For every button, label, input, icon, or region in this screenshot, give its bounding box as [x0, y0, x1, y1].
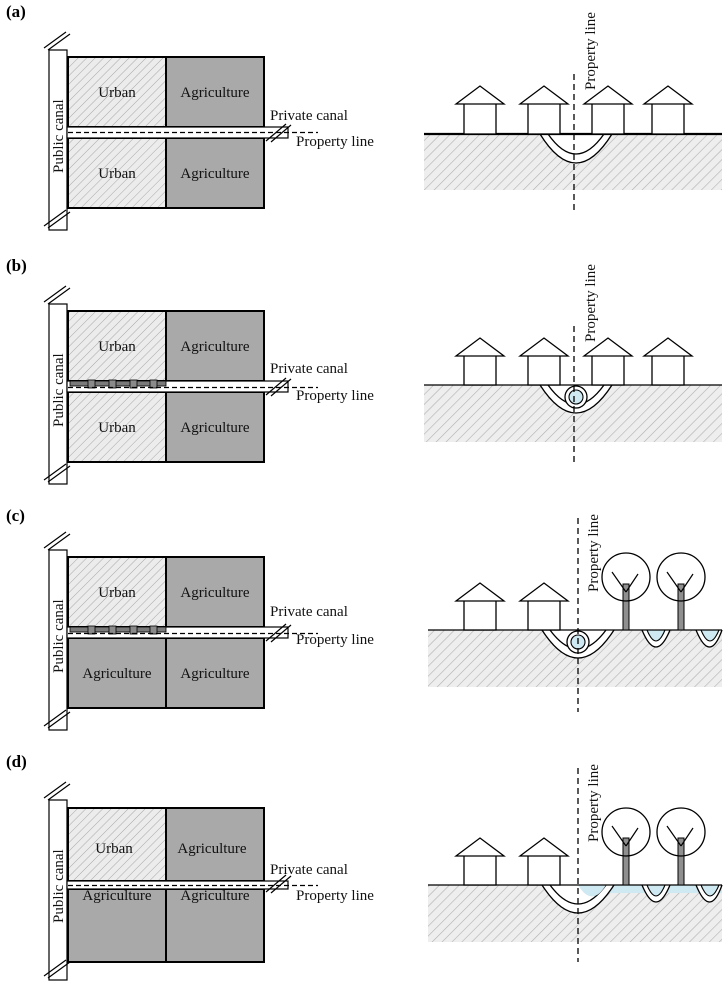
pipe-junction: [108, 625, 117, 635]
private-canal: Private canal Property line: [66, 108, 374, 150]
block-label: Urban: [98, 166, 136, 182]
pipe-junction: [129, 379, 138, 389]
panel-c-svg: (c) Public canal Urban Agriculture Agric…: [6, 506, 723, 731]
panel-letter: (b): [6, 256, 27, 275]
house-icon: [642, 85, 694, 135]
tree-icon: [656, 807, 706, 886]
house-icon: [518, 582, 570, 631]
cross-section: Property line: [428, 514, 723, 712]
block-label: Agriculture: [177, 841, 246, 857]
block-label: Urban: [98, 420, 136, 436]
plan-view: Urban Agriculture Agriculture Agricultur…: [67, 556, 265, 709]
pipe-junction: [87, 379, 96, 389]
buried-pipe: [69, 626, 167, 633]
house-icon: [518, 837, 570, 886]
panel-b-svg: (b) Public canal Urban Agriculture Urban…: [6, 256, 722, 485]
block-label: Agriculture: [180, 888, 249, 904]
agriculture-block: [165, 310, 265, 382]
property-line-label: Property line: [296, 388, 374, 404]
cross-section: Property line: [424, 264, 722, 466]
block-label: Urban: [98, 339, 136, 355]
pipe-junction: [108, 379, 117, 389]
agriculture-block: [165, 888, 265, 963]
block-label: Agriculture: [82, 666, 151, 682]
property-line-label: Property line: [296, 134, 374, 150]
cross-section: Property line: [424, 12, 722, 214]
public-canal: Public canal: [43, 531, 71, 731]
public-canal-label: Public canal: [51, 849, 67, 923]
panel-a-svg: (a) Public canal Urban Agriculture Urban…: [6, 2, 722, 231]
plan-view: Urban Agriculture Urban Agriculture: [67, 310, 265, 463]
agriculture-block: [165, 137, 265, 209]
house-icon: [582, 85, 634, 135]
pipe-junction: [149, 379, 158, 389]
private-canal-label: Private canal: [270, 108, 348, 124]
urban-block: [67, 556, 167, 628]
pipe-junction: [149, 625, 158, 635]
private-canal-label: Private canal: [270, 604, 348, 620]
plan-view: Urban Agriculture Agriculture Agricultur…: [67, 807, 265, 963]
panel-b: (b) Public canal Urban Agriculture Urban…: [0, 254, 728, 504]
pipe-junction: [129, 625, 138, 635]
block-label: Urban: [95, 841, 133, 857]
panel-letter: (a): [6, 2, 26, 21]
private-canal: Private canal Property line: [66, 361, 374, 404]
cross-section: Property line: [428, 764, 723, 962]
tree-icon: [601, 807, 651, 886]
block-label: Agriculture: [180, 420, 249, 436]
property-line-label: Property line: [296, 632, 374, 648]
buried-pipe: [69, 380, 167, 387]
block-label: Agriculture: [180, 85, 249, 101]
house-icon: [518, 85, 570, 135]
panel-d-svg: (d) Public canal Urban Agriculture Agric…: [6, 752, 723, 981]
block-label: Agriculture: [180, 166, 249, 182]
panel-a: (a) Public canal Urban Agriculture Urban…: [0, 0, 728, 250]
panel-letter: (d): [6, 752, 27, 771]
block-label: Agriculture: [180, 339, 249, 355]
urban-block: [67, 137, 167, 209]
house-icon: [642, 337, 694, 386]
agriculture-block: [165, 556, 265, 628]
tree-icon: [601, 552, 651, 631]
house-icon: [454, 837, 506, 886]
block-label: Agriculture: [82, 888, 151, 904]
house-icon: [518, 337, 570, 386]
property-line-vertical-label: Property line: [583, 12, 599, 90]
public-canal: Public canal: [43, 781, 71, 981]
panel-letter: (c): [6, 506, 25, 525]
public-canal-label: Public canal: [51, 353, 67, 427]
block-label: Urban: [98, 585, 136, 601]
private-canal: Private canal Property line: [66, 604, 374, 648]
public-canal: Public canal: [43, 31, 71, 231]
public-canal-label: Public canal: [51, 599, 67, 673]
property-line-vertical-label: Property line: [586, 764, 602, 842]
house-icon: [454, 85, 506, 135]
panel-c: (c) Public canal Urban Agriculture Agric…: [0, 500, 728, 750]
house-icon: [454, 582, 506, 631]
tree-icon: [656, 552, 706, 631]
property-line-vertical-label: Property line: [583, 264, 599, 342]
public-canal: Public canal: [43, 285, 71, 485]
block-label: Agriculture: [180, 585, 249, 601]
block-label: Agriculture: [180, 666, 249, 682]
house-icon: [454, 337, 506, 386]
private-canal-label: Private canal: [270, 361, 348, 377]
panel-d: (d) Public canal Urban Agriculture Agric…: [0, 750, 728, 1000]
public-canal-label: Public canal: [51, 99, 67, 173]
property-line-label: Property line: [296, 888, 374, 904]
agriculture-block: [67, 637, 167, 709]
house-icon: [582, 337, 634, 386]
private-canal-label: Private canal: [270, 862, 348, 878]
agriculture-block: [67, 888, 167, 963]
urban-block: [67, 807, 167, 882]
agriculture-block: [165, 391, 265, 463]
block-label: Urban: [98, 85, 136, 101]
property-line-vertical-label: Property line: [586, 514, 602, 592]
pipe-junction: [87, 625, 96, 635]
agriculture-block: [165, 56, 265, 128]
agriculture-block: [165, 637, 265, 709]
private-canal: Private canal Property line: [66, 862, 374, 904]
